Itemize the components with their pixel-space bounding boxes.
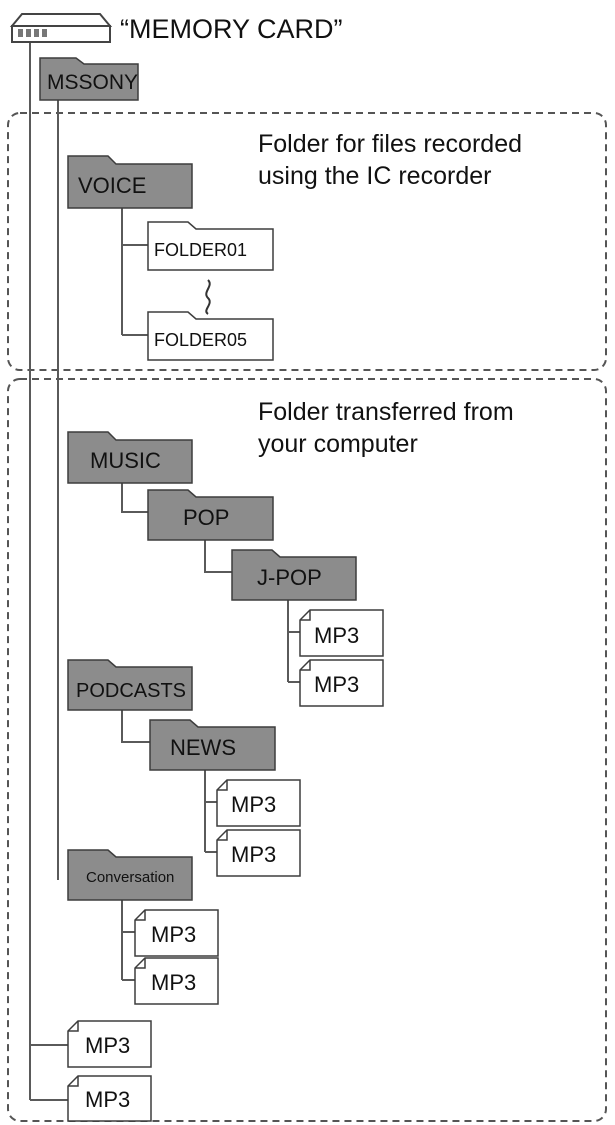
svg-text:MP3: MP3 [314, 623, 359, 648]
file-icon [216, 829, 301, 877]
file-news-mp3-1: MP3 [216, 779, 301, 827]
file-jpop-mp3-2: MP3 [299, 659, 384, 707]
svg-text:MP3: MP3 [151, 922, 196, 947]
file-root-mp3-1: MP3 [67, 1020, 152, 1068]
continuation-squiggle [205, 279, 211, 315]
transfer-region-caption-line-2: your computer [258, 430, 418, 458]
transfer-region-box [7, 378, 607, 1122]
file-icon [134, 957, 219, 1005]
svg-text:VOICE: VOICE [78, 173, 146, 198]
file-icon [299, 609, 384, 657]
folder-icon [147, 221, 274, 271]
folder-icon [39, 57, 139, 101]
voice-region-box [7, 112, 607, 371]
folder-j-pop: J-POP [231, 549, 357, 601]
svg-text:FOLDER01: FOLDER01 [154, 240, 247, 260]
folder-mssony: MSSONY [39, 57, 139, 101]
folder-pop: POP [147, 489, 274, 541]
svg-text:PODCASTS: PODCASTS [76, 680, 186, 702]
svg-text:FOLDER05: FOLDER05 [154, 330, 247, 350]
folder-icon [67, 659, 193, 711]
folder-icon [149, 719, 276, 771]
file-jpop-mp3-1: MP3 [299, 609, 384, 657]
file-conversation-mp3-2: MP3 [134, 957, 219, 1005]
svg-text:MP3: MP3 [85, 1033, 130, 1058]
file-root-mp3-2: MP3 [67, 1075, 152, 1122]
folder-icon [67, 431, 193, 484]
svg-text:NEWS: NEWS [170, 735, 236, 760]
file-icon [216, 779, 301, 827]
folder-icon [67, 155, 193, 209]
file-news-mp3-2: MP3 [216, 829, 301, 877]
svg-text:Conversation: Conversation [86, 869, 174, 886]
folder-music: MUSIC [67, 431, 193, 484]
folder-voice: VOICE [67, 155, 193, 209]
folder-icon [231, 549, 357, 601]
memory-card-title: “MEMORY CARD” [120, 14, 343, 44]
voice-region-caption-line-1: Folder for files recorded [258, 130, 522, 158]
memory-card-icon [9, 13, 113, 43]
subfolder-folder05: FOLDER05 [147, 311, 274, 361]
svg-text:MP3: MP3 [231, 842, 276, 867]
svg-text:MUSIC: MUSIC [90, 448, 161, 473]
svg-text:MP3: MP3 [85, 1087, 130, 1112]
folder-news: NEWS [149, 719, 276, 771]
folder-icon [147, 489, 274, 541]
voice-region-caption-line-2: using the IC recorder [258, 162, 491, 190]
file-icon [299, 659, 384, 707]
file-icon [67, 1020, 152, 1068]
file-conversation-mp3-1: MP3 [134, 909, 219, 957]
folder-conversation: Conversation [67, 849, 193, 901]
folder-icon [67, 849, 193, 901]
svg-text:MSSONY: MSSONY [47, 71, 138, 94]
svg-text:MP3: MP3 [231, 792, 276, 817]
svg-text:MP3: MP3 [151, 970, 196, 995]
file-icon [67, 1075, 152, 1122]
folder-podcasts: PODCASTS [67, 659, 193, 711]
subfolder-folder01: FOLDER01 [147, 221, 274, 271]
svg-text:POP: POP [183, 505, 229, 530]
svg-text:J-POP: J-POP [257, 565, 322, 590]
folder-icon [147, 311, 274, 361]
file-icon [134, 909, 219, 957]
transfer-region-caption-line-1: Folder transferred from [258, 398, 514, 426]
svg-text:MP3: MP3 [314, 672, 359, 697]
tree-connectors [29, 40, 300, 1101]
